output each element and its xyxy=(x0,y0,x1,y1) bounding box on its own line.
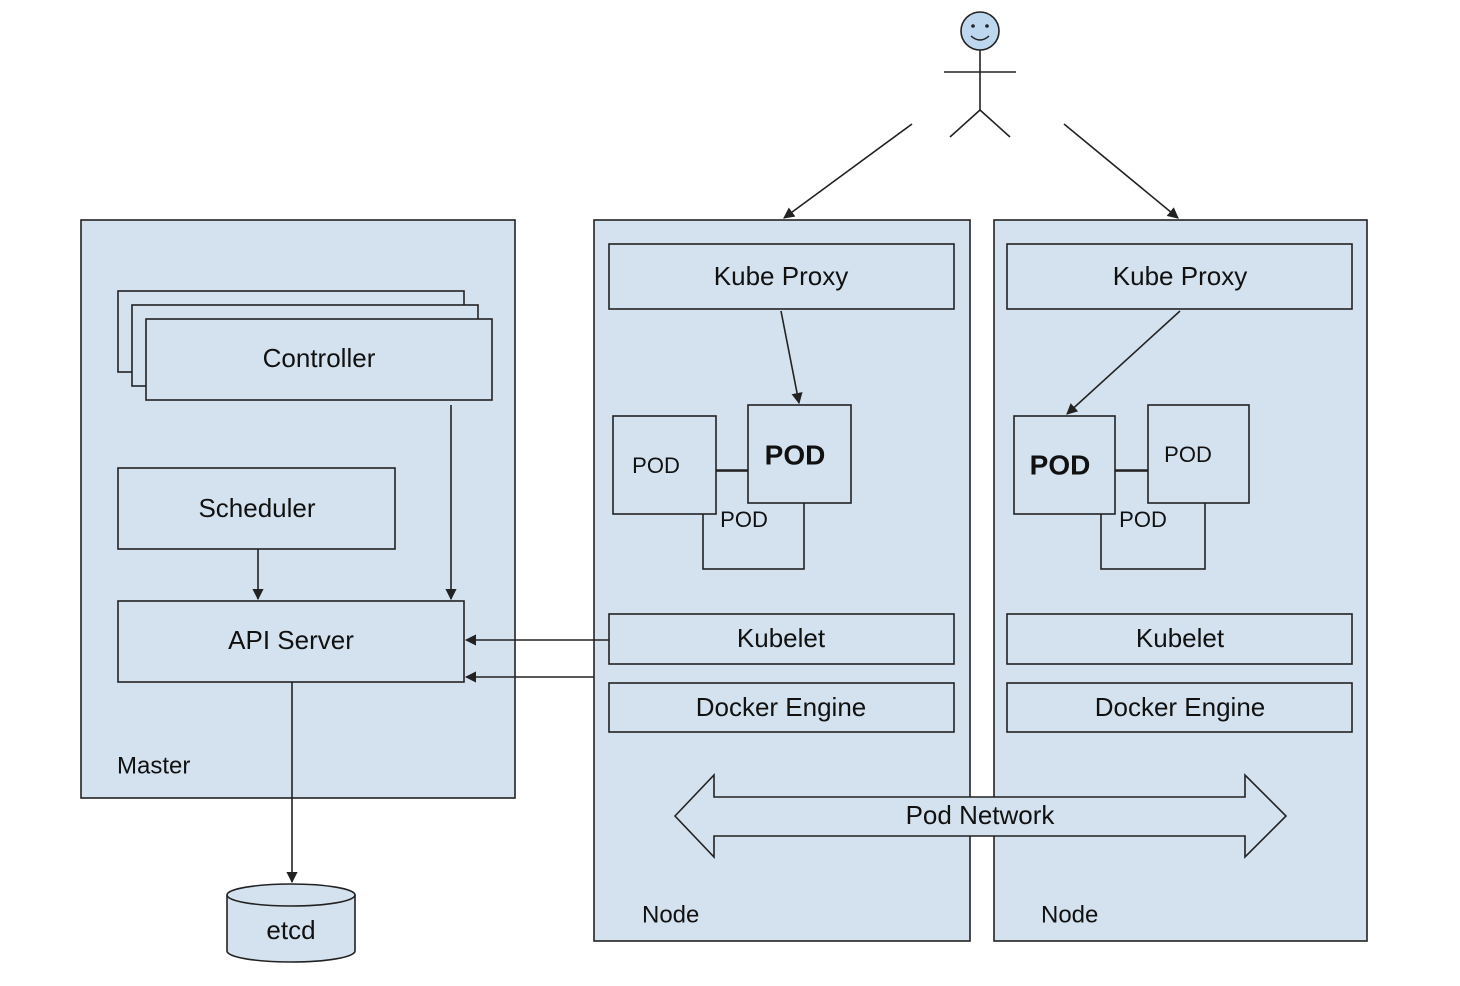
node-2-pod-back-label: POD xyxy=(1119,507,1167,532)
pod-network-double-arrow xyxy=(673,772,1288,860)
node-2-kubelet-box xyxy=(1006,613,1353,665)
user-to-node-2-arrow xyxy=(1063,123,1179,219)
scheduler-label: Scheduler xyxy=(198,493,315,523)
api-server-box xyxy=(117,600,465,683)
node-2-proxy-to-pod-arrow xyxy=(1066,310,1181,415)
node-2-pod-main-label: POD xyxy=(1030,449,1091,480)
node-1-pod-back-label: POD xyxy=(720,507,768,532)
node-2-docker-engine-label: Docker Engine xyxy=(1095,692,1266,722)
node-1-pod-main xyxy=(747,404,852,504)
node-2-pod-right-label: POD xyxy=(1164,442,1212,467)
node-2-label: Node xyxy=(1041,901,1098,928)
node-2-kubelet-label: Kubelet xyxy=(1136,623,1225,653)
node-1-kubelet-label: Kubelet xyxy=(737,623,826,653)
etcd-label: etcd xyxy=(266,915,315,945)
node-2-pod-right xyxy=(1147,404,1250,504)
user-to-node-1-arrow xyxy=(783,123,913,219)
pod-network-label: Pod Network xyxy=(906,800,1056,830)
node-2-kube-proxy-box xyxy=(1006,243,1353,310)
node-2-kube-proxy-label: Kube Proxy xyxy=(1113,261,1247,291)
node-1-pod-left-label: POD xyxy=(632,453,680,478)
node-2-docker-engine-box xyxy=(1006,682,1353,733)
node-1-docker-engine-label: Docker Engine xyxy=(696,692,867,722)
node-1-kube-proxy-label: Kube Proxy xyxy=(714,261,848,291)
node-1-kube-proxy-box xyxy=(608,243,955,310)
node-1-docker-engine-box xyxy=(608,682,955,733)
user-head xyxy=(960,11,1000,51)
node-1-label: Node xyxy=(642,901,699,928)
controller-label: Controller xyxy=(263,343,376,373)
node-1-kubelet-box xyxy=(608,613,955,665)
etcd-database-icon xyxy=(226,883,356,963)
node-1-proxy-to-pod-arrow xyxy=(780,310,803,405)
scheduler-box xyxy=(117,467,396,550)
node-2-pod-main xyxy=(1013,415,1116,515)
api-server-label: API Server xyxy=(228,625,354,655)
master-label: Master xyxy=(117,752,190,779)
controller-box xyxy=(145,318,493,401)
node-1-pod-left xyxy=(612,415,717,515)
user-icon xyxy=(944,11,1016,138)
node-1-pod-main-label: POD xyxy=(765,439,826,470)
